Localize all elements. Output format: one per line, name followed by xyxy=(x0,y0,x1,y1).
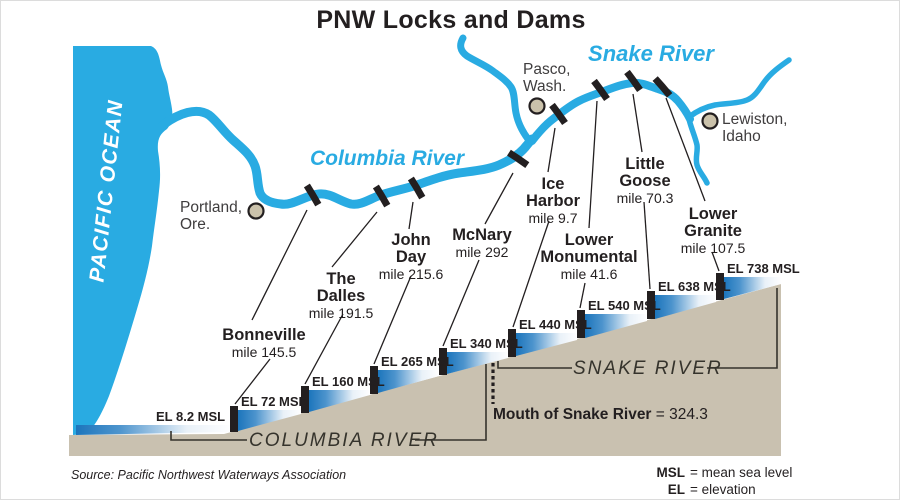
columbia-river-course xyxy=(158,106,537,209)
map-dam-marker-the-dalles xyxy=(372,184,391,208)
marker-leader-the-dalles xyxy=(331,211,378,268)
snake-bracket xyxy=(497,288,778,369)
pool-little-goose xyxy=(655,295,716,319)
reservoir-pools xyxy=(238,277,781,431)
pool-the-dalles xyxy=(309,390,370,412)
map-dam-marker-bonneville xyxy=(303,183,322,207)
leader-lines xyxy=(234,93,720,405)
profile-bar-john-day xyxy=(370,366,378,394)
profile-bar-bonneville xyxy=(230,406,238,432)
profile-bar-ice-harbor xyxy=(508,329,516,357)
bar-leader-lower-granite xyxy=(711,251,720,272)
sea-level-pool xyxy=(76,425,230,435)
profile-bar-little-goose xyxy=(647,291,655,319)
bar-leader-little-goose xyxy=(643,201,651,290)
profile-dam-bars xyxy=(230,273,724,432)
map-dam-marker-mcnary xyxy=(507,149,530,168)
marker-leader-lower-granite xyxy=(665,97,706,202)
pool-lower-granite xyxy=(724,277,781,299)
bar-leader-mcnary xyxy=(442,259,480,347)
bar-leader-lower-monumental xyxy=(579,282,586,309)
marker-leader-ice-harbor xyxy=(547,127,556,173)
upper-columbia-course xyxy=(457,34,536,145)
bar-leader-the-dalles xyxy=(304,313,344,385)
pool-lower-monumental xyxy=(585,314,647,338)
profile-bar-mcnary xyxy=(439,348,447,375)
pool-ice-harbor xyxy=(516,333,577,356)
marker-leader-bonneville xyxy=(251,209,308,321)
profile-bar-lower-monumental xyxy=(577,310,585,338)
map-dam-marker-lower-granite xyxy=(652,76,673,98)
marker-leader-lower-monumental xyxy=(588,100,598,229)
marker-leader-john-day xyxy=(408,201,414,230)
map-dam-marker-lower-monumental xyxy=(591,78,610,102)
pool-mcnary xyxy=(447,352,508,374)
lewiston-marker xyxy=(701,112,719,130)
pacific-ocean-shape xyxy=(73,46,173,435)
marker-leader-little-goose xyxy=(632,93,643,153)
pool-bonneville xyxy=(238,410,301,431)
portland-marker xyxy=(247,202,265,220)
snake-river-course xyxy=(528,78,694,145)
snake-river-upper-branch xyxy=(686,57,792,120)
map-dam-marker-ice-harbor xyxy=(549,102,568,126)
profile-bar-the-dalles xyxy=(301,386,309,413)
bar-leader-john-day xyxy=(373,275,412,365)
pool-john-day xyxy=(378,370,439,393)
bar-leader-bonneville xyxy=(234,358,271,405)
pasco-marker xyxy=(528,97,546,115)
elevation-terrain xyxy=(69,284,781,456)
marker-leader-mcnary xyxy=(484,172,514,225)
columbia-bracket xyxy=(170,364,487,441)
map-dam-marker-john-day xyxy=(407,176,426,200)
snake-river-lower-branch xyxy=(686,116,710,186)
map-dam-markers xyxy=(303,69,673,208)
profile-bar-lower-granite xyxy=(716,273,724,300)
bar-leader-ice-harbor xyxy=(512,220,550,328)
map-dam-marker-little-goose xyxy=(624,69,643,93)
